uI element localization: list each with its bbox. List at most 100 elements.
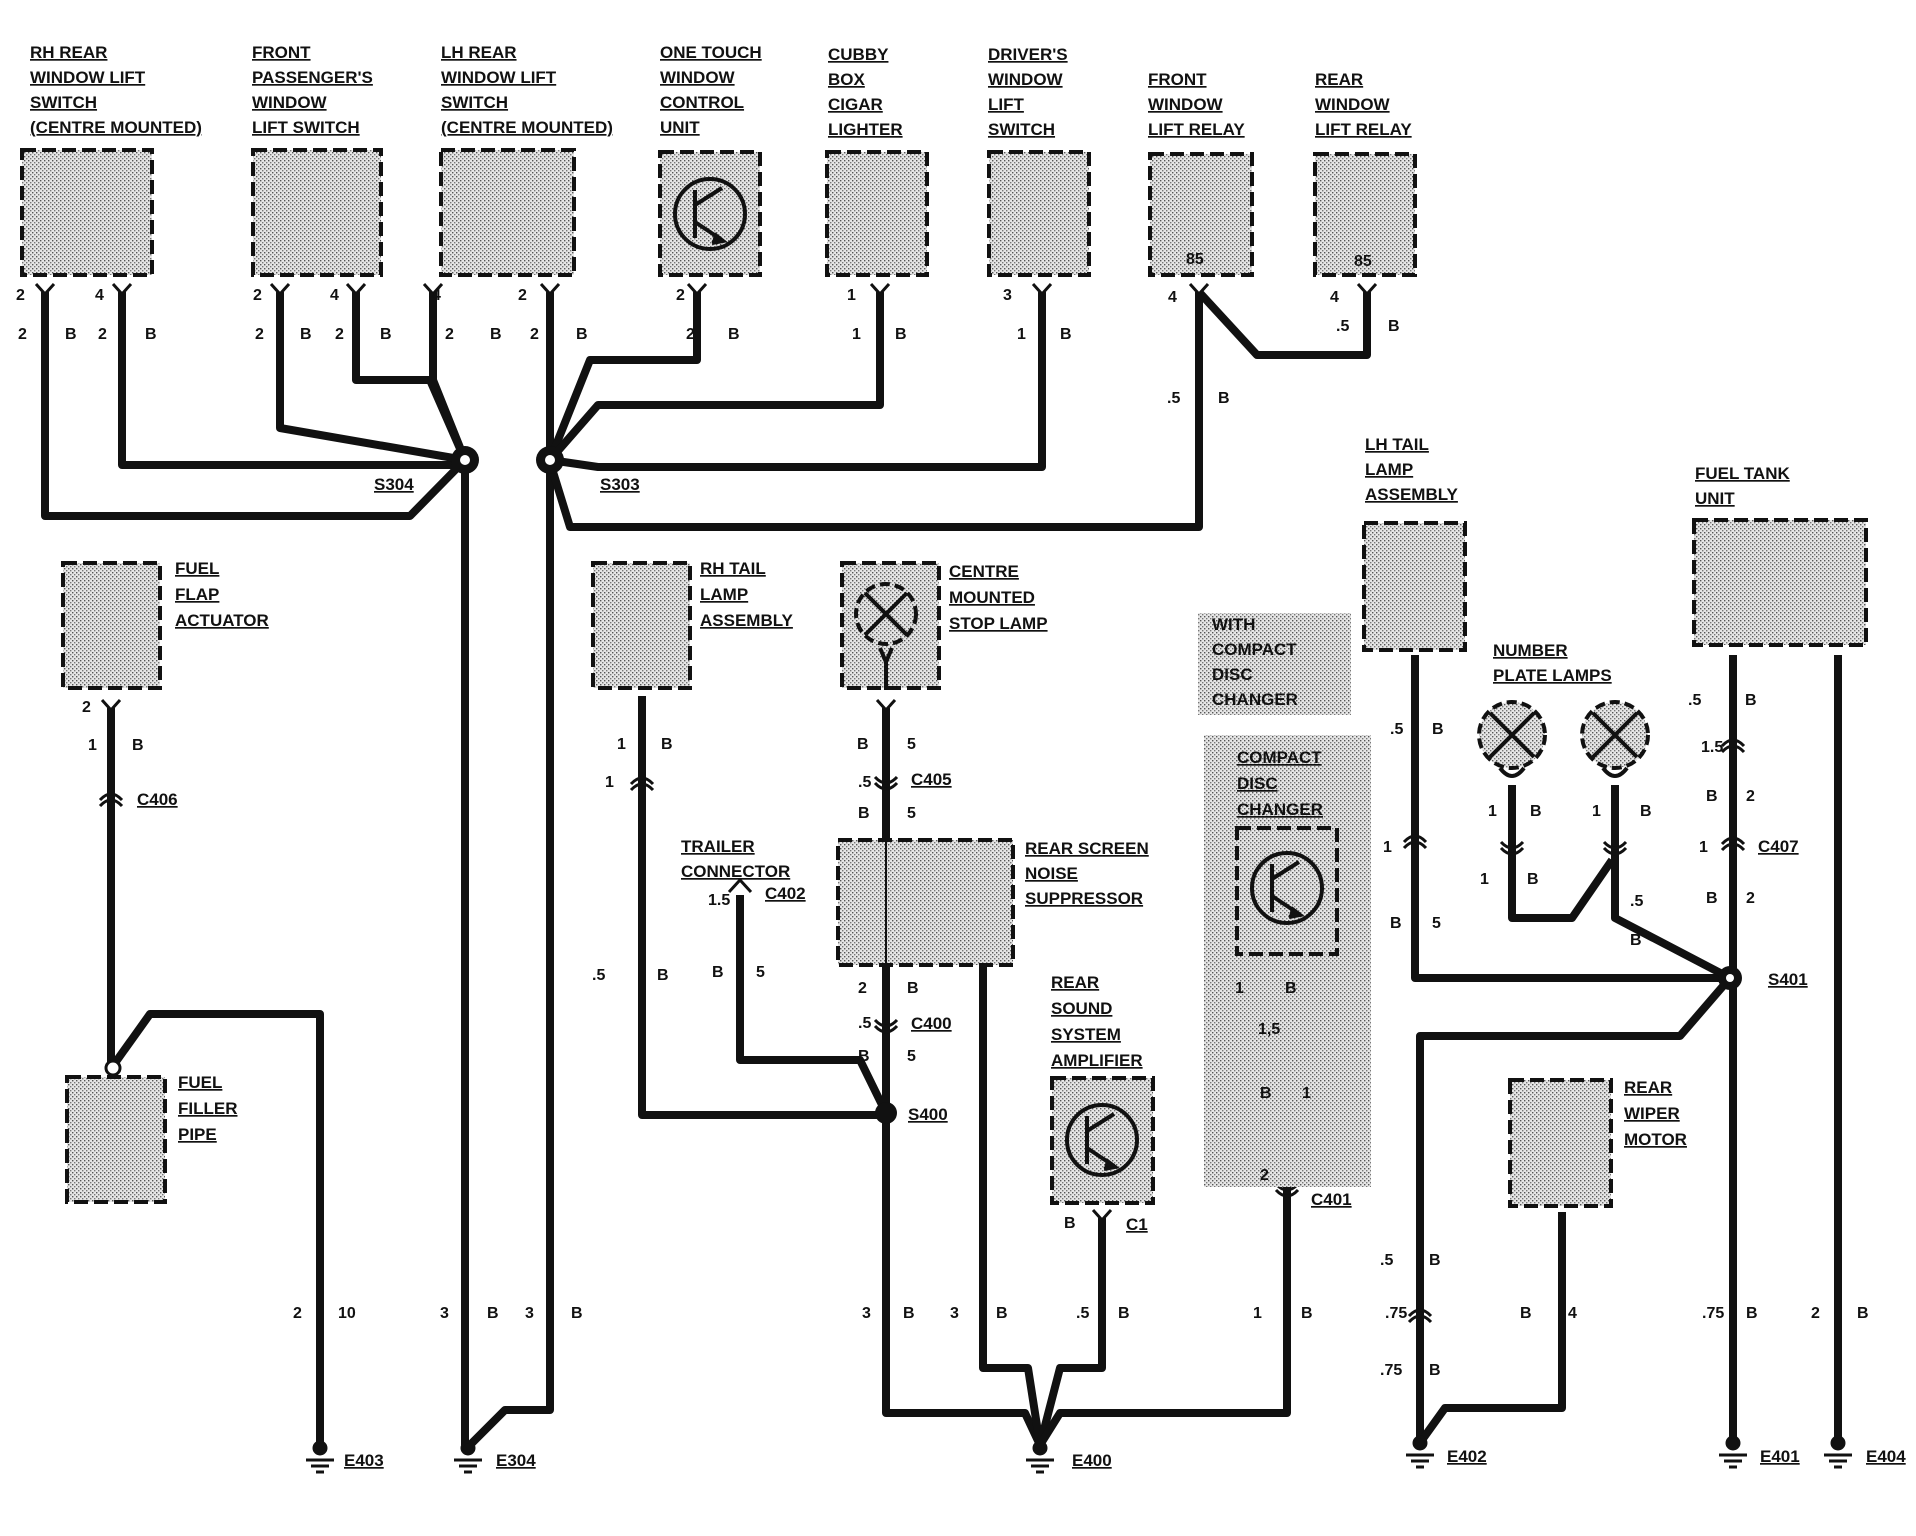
label-line: REAR (1315, 70, 1363, 89)
pin-label: B (857, 736, 869, 753)
s401-label: S401 (1768, 970, 1808, 989)
pin-label: .5 (858, 1015, 871, 1032)
c1-label: C1 (1126, 1215, 1148, 1234)
pin-label: B (996, 1305, 1008, 1322)
pin-label: B (1301, 1305, 1313, 1322)
pin-label: 5 (756, 964, 765, 981)
e404-ground-icon (1824, 1435, 1852, 1469)
label-line: WIPER (1624, 1104, 1680, 1123)
pin-label: 2 (253, 287, 262, 304)
pin-label: B (661, 736, 673, 753)
label-line: DRIVER'S (988, 45, 1068, 64)
s303-label: S303 (600, 475, 640, 494)
pin-label: B (712, 964, 724, 981)
pin-label: B (1745, 692, 1757, 709)
pin-label: 1.5 (1701, 739, 1723, 756)
pin-label: B (1388, 318, 1400, 335)
label-line: DISC (1237, 774, 1278, 793)
pin-label: 1 (1383, 839, 1392, 856)
pin-label: B (490, 326, 502, 343)
label-line: FUEL (178, 1073, 222, 1092)
pin-label: .5 (858, 774, 871, 791)
label-line: SWITCH (30, 93, 97, 112)
lh-tail-box (1362, 521, 1467, 652)
label-line: FRONT (252, 43, 311, 62)
component-boxes (20, 148, 1868, 1208)
pin-label: 2 (1260, 1167, 1269, 1184)
label-line: REAR (1624, 1078, 1672, 1097)
rh-rear-switch-box (20, 148, 154, 277)
pin-label: B (858, 805, 870, 822)
label-line: UNIT (660, 118, 700, 137)
c402-label: C402 (765, 884, 806, 903)
pin-label: B (657, 967, 669, 984)
label-line: SYSTEM (1051, 1025, 1121, 1044)
label-line: NOISE (1025, 864, 1078, 883)
amplifier-transistor-icon (1065, 1103, 1139, 1177)
pin-label: B (1857, 1305, 1869, 1322)
number-plate-lamp-left-icon (1477, 700, 1547, 778)
pin-label: B (1520, 1305, 1532, 1322)
label-line: CUBBY (828, 45, 889, 64)
pin-label: 3 (525, 1305, 534, 1322)
label-line: WINDOW (1315, 95, 1391, 114)
label-line: LH REAR (441, 43, 517, 62)
label-line: LIFT RELAY (1315, 120, 1412, 139)
rear-relay-box (1313, 152, 1417, 277)
pin-label: 2 (18, 326, 27, 343)
label-line: STOP LAMP (949, 614, 1048, 633)
pin-label: 1.5 (708, 892, 730, 909)
rh-tail-box (591, 561, 692, 690)
label-line: SWITCH (441, 93, 508, 112)
c407-label: C407 (1758, 837, 1799, 856)
pin-label: B (65, 326, 77, 343)
pin-label: .5 (1076, 1305, 1089, 1322)
e403-label: E403 (344, 1451, 384, 1470)
pin-label: B (1746, 1305, 1758, 1322)
front-pass-switch-box (251, 148, 383, 277)
label-line: WINDOW LIFT (30, 68, 146, 87)
with-cd-shade (1198, 613, 1351, 715)
label-line: ASSEMBLY (1365, 485, 1459, 504)
pin-label: 10 (338, 1305, 356, 1322)
e304-label: E304 (496, 1451, 536, 1470)
label-line: LIGHTER (828, 120, 903, 139)
label-line: PIPE (178, 1125, 217, 1144)
rear-relay-label: REAR WINDOW LIFT RELAY (1315, 70, 1412, 139)
label-line: RH REAR (30, 43, 107, 62)
pin-label: 2 (98, 326, 107, 343)
e402-ground-icon (1406, 1435, 1434, 1469)
label-line: PASSENGER'S (252, 68, 373, 87)
label-line: LIFT (988, 95, 1024, 114)
fuel-filler-box (65, 1075, 167, 1204)
label-line: REAR (1051, 973, 1099, 992)
pin-label: 2 (16, 287, 25, 304)
c406-label: C406 (137, 790, 178, 809)
label-line: CONNECTOR (681, 862, 790, 881)
label-line: FRONT (1148, 70, 1207, 89)
label-line: LH TAIL (1365, 435, 1429, 454)
e403-ground-icon (306, 1440, 334, 1474)
pin-label: B (1527, 871, 1539, 888)
pin-label: .5 (1688, 692, 1701, 709)
pin-label: .5 (1336, 318, 1349, 335)
pin-label: B (1640, 803, 1652, 820)
wires (41, 289, 1842, 1448)
pin-label: 4 (1568, 1305, 1577, 1322)
transistor-symbols (673, 177, 1324, 1177)
pin-label: B (907, 980, 919, 997)
pin-label: B (1530, 803, 1542, 820)
pin-label: 3 (950, 1305, 959, 1322)
s400-splice (875, 1102, 897, 1124)
pin-label: B (132, 737, 144, 754)
s304-label: S304 (374, 475, 414, 494)
centre-stop-lamp-icon (854, 582, 918, 690)
pin-label: B (728, 326, 740, 343)
fuel-filler-junction (104, 1059, 122, 1077)
pin-label: B (1390, 915, 1402, 932)
